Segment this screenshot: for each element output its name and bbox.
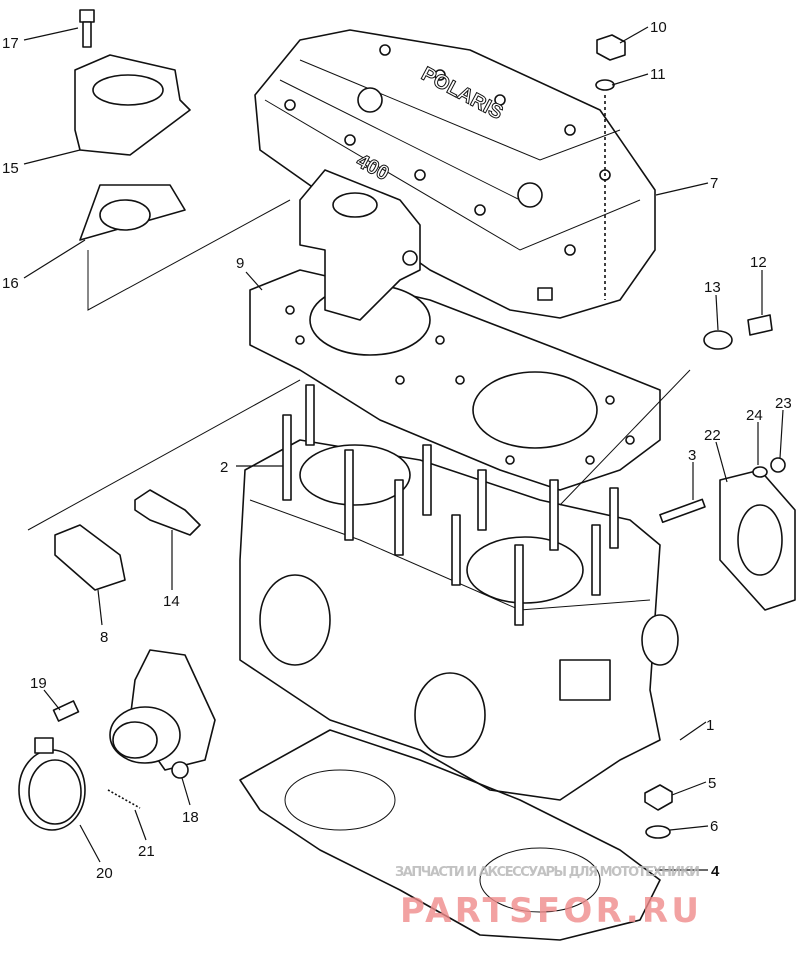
callout-10: 10 (650, 19, 667, 36)
watermark-line1: ЗАПЧАСТИ И АКСЕССУАРЫ ДЛЯ МОТОТЕХНИКИ (395, 865, 700, 880)
callout-13: 13 (704, 279, 721, 296)
temp-sensor (134, 489, 201, 536)
callout-20: 20 (96, 865, 113, 882)
watermark: ЗАПЧАСТИ И АКСЕССУАРЫ ДЛЯ МОТОТЕХНИКИ PA… (395, 865, 700, 931)
callout-22: 22 (704, 427, 721, 444)
leader-lines (23, 26, 784, 871)
callout-24: 24 (746, 407, 763, 424)
callout-16: 16 (2, 275, 19, 292)
hose-clamp (18, 737, 86, 831)
callout-12: 12 (750, 254, 767, 271)
callout-1: 1 (706, 717, 714, 734)
callout-7: 7 (710, 175, 718, 192)
thermostat-cap (74, 9, 191, 156)
callout-6: 6 (710, 818, 718, 835)
small-parts-right (595, 34, 796, 839)
callout-4: 4 (711, 863, 720, 880)
watermark-logo: PARTSFOR.RU (400, 891, 700, 931)
callout-3: 3 (688, 447, 696, 464)
callout-8: 8 (100, 629, 108, 646)
callout-5: 5 (708, 775, 716, 792)
callout-9: 9 (236, 255, 244, 272)
water-outlet-housing (299, 169, 421, 321)
thermostat (54, 524, 126, 591)
base-gasket (239, 729, 661, 941)
cylinder-block (239, 384, 679, 801)
callout-17: 17 (2, 35, 19, 52)
callout-2: 2 (220, 459, 228, 476)
callout-14: 14 (163, 593, 180, 610)
callout-23: 23 (775, 395, 792, 412)
callout-18: 18 (182, 809, 199, 826)
callout-numbers: 17 10 11 15 7 16 9 13 12 23 24 22 2 3 14… (2, 19, 792, 882)
intake-flange (52, 649, 216, 809)
thermostat-gasket (79, 184, 186, 241)
cylinder-head-cover: POLARIS 400 (254, 29, 656, 319)
callout-19: 19 (30, 675, 47, 692)
callout-21: 21 (138, 843, 155, 860)
callout-15: 15 (2, 160, 19, 177)
callout-11: 11 (650, 66, 666, 83)
